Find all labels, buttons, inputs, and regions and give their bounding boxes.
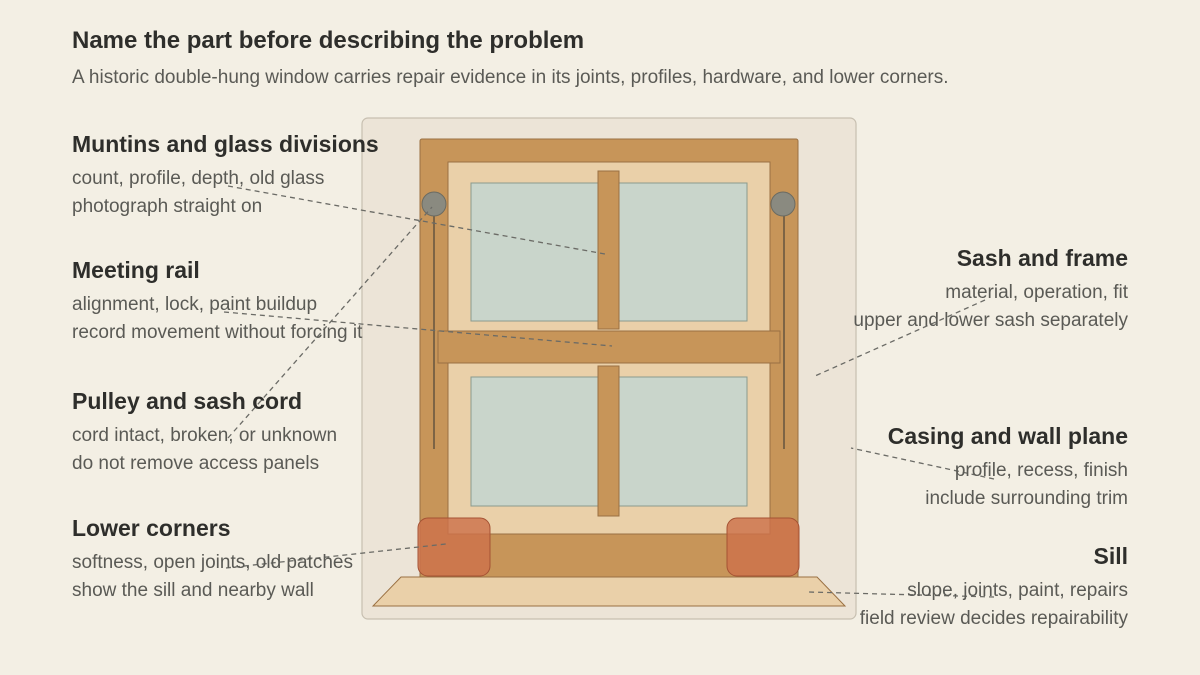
callout-line: material, operation, fit [945, 282, 1128, 303]
callout-title: Sash and frame [956, 245, 1128, 271]
callout-title: Meeting rail [72, 257, 200, 283]
callout-lower-corners: Lower corners softness, open joints, old… [72, 513, 353, 605]
pulley-left-icon [421, 191, 447, 217]
callout-casing: Casing and wall plane profile, recess, f… [888, 421, 1128, 513]
meeting-rail-bar [437, 330, 781, 364]
callout-muntins: Muntins and glass divisions count, profi… [72, 129, 379, 221]
sill-shape [371, 576, 847, 607]
decay-right [726, 517, 800, 577]
callout-title: Pulley and sash cord [72, 388, 303, 414]
callout-pulley: Pulley and sash cord cord intact, broken… [72, 386, 337, 478]
page-title: Name the part before describing the prob… [72, 27, 585, 54]
callout-line: cord intact, broken, or unknown [72, 425, 338, 446]
leader-sash-frame [814, 299, 986, 377]
upper-muntin [597, 170, 620, 330]
decay-left [417, 517, 491, 577]
callout-line: upper and lower sash separately [853, 310, 1128, 331]
callout-line: alignment, lock, paint buildup [72, 294, 318, 315]
leader-casing [850, 447, 995, 480]
page-subtitle: A historic double-hung window carries re… [72, 67, 949, 88]
leader-meeting-rail [223, 311, 613, 347]
lower-muntin [597, 365, 620, 517]
callout-sash-frame: Sash and frame material, operation, fit … [853, 243, 1128, 335]
callout-line: do not remove access panels [72, 453, 320, 474]
callout-meeting-rail: Meeting rail alignment, lock, paint buil… [72, 255, 362, 347]
leader-pulley [227, 206, 433, 439]
callout-line: record movement without forcing it [72, 322, 363, 343]
callout-line: show the sill and nearby wall [72, 580, 314, 601]
pulley-right-icon [770, 191, 796, 217]
callout-title: Casing and wall plane [887, 423, 1128, 449]
lower-glass-left [470, 376, 600, 507]
callout-line: slope, joints, paint, repairs [907, 580, 1128, 601]
leader-sill [807, 591, 995, 598]
callout-line: field review decides repairability [859, 608, 1128, 629]
upper-glass-left [470, 182, 600, 322]
leader-muntins [227, 185, 606, 255]
callout-line: include surrounding trim [925, 488, 1128, 509]
callout-title: Muntins and glass divisions [72, 131, 379, 157]
callout-sill: Sill slope, joints, paint, repairs field… [860, 541, 1128, 633]
callout-title: Lower corners [72, 515, 231, 541]
upper-glass-right [618, 182, 748, 322]
callout-line: count, profile, depth, old glass [72, 168, 325, 189]
callout-line: profile, recess, finish [954, 460, 1128, 481]
lower-glass-right [618, 376, 748, 507]
callout-title: Sill [1093, 543, 1128, 569]
leader-lower-corners [225, 543, 447, 569]
callout-line: softness, open joints, old patches [72, 552, 353, 573]
callout-line: photograph straight on [72, 196, 263, 217]
